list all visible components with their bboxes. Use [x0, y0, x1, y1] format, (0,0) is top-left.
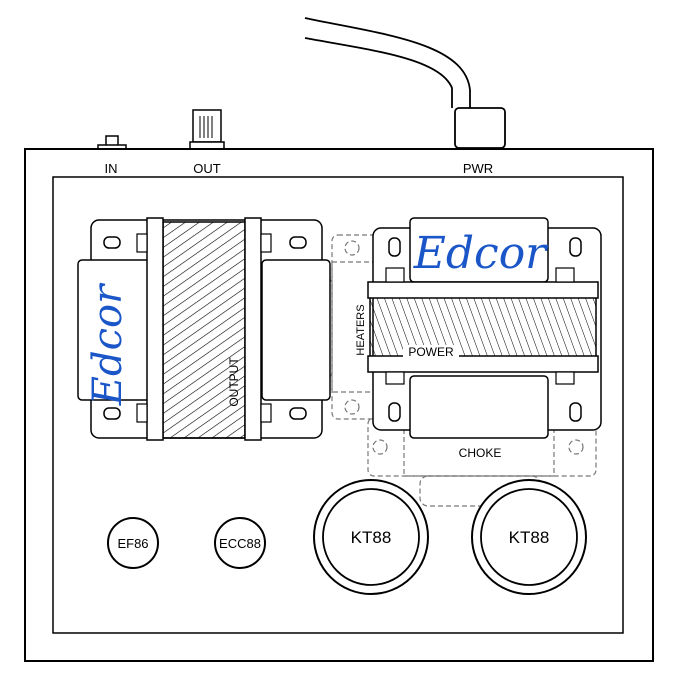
power-cord	[304, 17, 471, 108]
tube-ef86-label: EF86	[117, 536, 148, 551]
power-transformer-brand: Edcor	[413, 228, 549, 279]
label-power: POWER	[408, 345, 454, 359]
tube-kt88-left-label: KT88	[351, 528, 392, 547]
tube-ecc88-label: ECC88	[219, 536, 261, 551]
label-out: OUT	[193, 161, 221, 176]
tube-kt88-right-label: KT88	[509, 528, 550, 547]
input-jack[interactable]	[97, 135, 127, 150]
power-transformer	[367, 217, 602, 439]
chassis-inner	[52, 176, 624, 634]
label-pwr: PWR	[463, 161, 493, 176]
tube-ef86	[107, 517, 159, 569]
label-heaters: HEATERS	[355, 304, 367, 355]
output-transformer-brand: Edcor	[85, 282, 131, 406]
output-transformer	[77, 217, 331, 441]
label-in: IN	[105, 161, 118, 176]
label-output: OUTPUT	[227, 357, 241, 407]
label-choke: CHOKE	[459, 446, 502, 460]
tube-kt88-left	[313, 479, 429, 595]
tube-ecc88	[214, 517, 266, 569]
output-connector[interactable]	[189, 109, 225, 150]
tube-kt88-right	[471, 479, 587, 595]
power-plug	[454, 107, 506, 149]
